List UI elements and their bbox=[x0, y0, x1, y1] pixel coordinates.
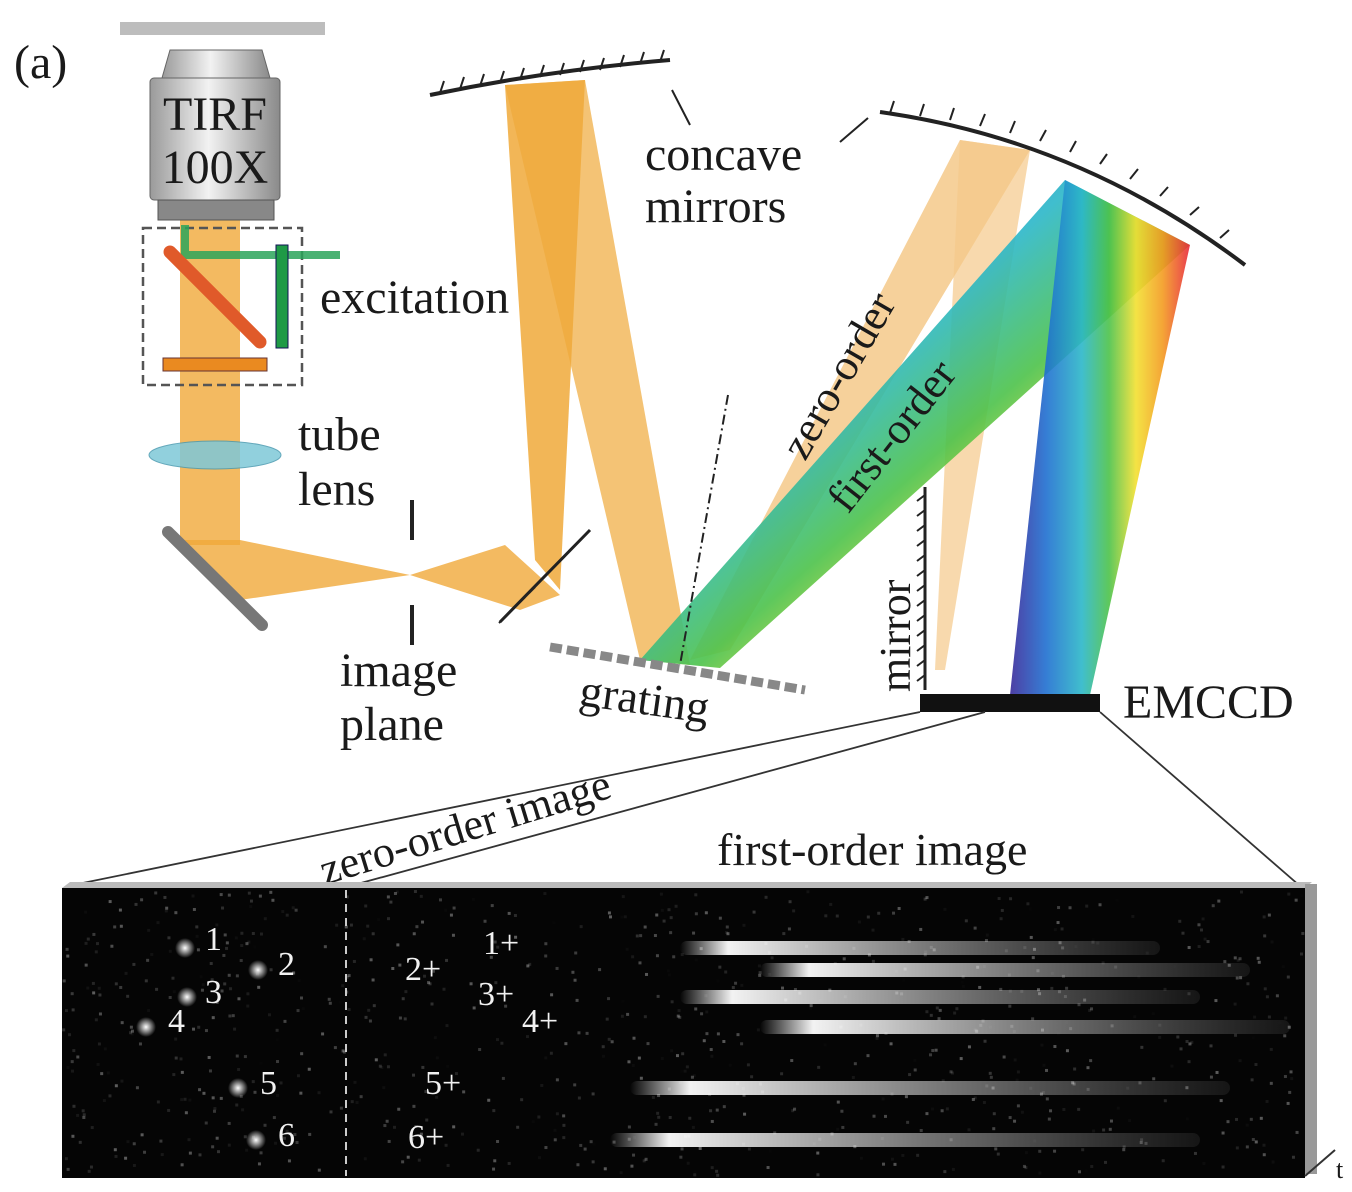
first-order-rainbow-beam bbox=[640, 180, 1190, 695]
first-order-spectrum-streak bbox=[680, 941, 1160, 955]
objective-lens: TIRF 100X bbox=[149, 49, 281, 221]
time-axis-label: t bbox=[1336, 1155, 1344, 1184]
tube-lens bbox=[148, 440, 282, 470]
first-order-spectrum-streak bbox=[610, 1133, 1200, 1147]
pickoff-mirror bbox=[916, 487, 927, 690]
zero-order-spot-label: 3 bbox=[205, 974, 222, 1011]
zero-order-spot bbox=[228, 1078, 248, 1098]
tube-lens-label-2: lens bbox=[298, 463, 375, 516]
first-order-image-label: first-order image bbox=[717, 824, 1027, 875]
filter-cube bbox=[141, 225, 340, 387]
first-order-spot-label: 3+ bbox=[478, 976, 514, 1013]
zero-order-spot-label: 6 bbox=[278, 1117, 295, 1154]
panel-label: (a) bbox=[14, 36, 67, 89]
first-order-spot-label: 1+ bbox=[483, 925, 519, 962]
zero-order-spot bbox=[246, 1130, 266, 1150]
emccd-sensor bbox=[920, 694, 1100, 712]
image-plane-label-1: image bbox=[340, 644, 457, 697]
zero-order-spot bbox=[248, 960, 268, 980]
sample-stage bbox=[120, 22, 325, 35]
first-order-spot-label: 2+ bbox=[405, 951, 441, 988]
zero-order-spot-label: 4 bbox=[168, 1003, 185, 1040]
first-order-spot-label: 5+ bbox=[425, 1065, 461, 1102]
mirror-label: mirror bbox=[871, 579, 920, 692]
zero-order-spot bbox=[136, 1017, 156, 1037]
excitation-filter bbox=[275, 244, 289, 349]
fold-mirror bbox=[162, 526, 268, 631]
pointer-arrow-2 bbox=[839, 117, 869, 143]
first-order-spectrum-streak bbox=[760, 1020, 1290, 1034]
objective-name: TIRF bbox=[163, 88, 267, 141]
emccd-image-stack bbox=[62, 882, 1336, 1178]
concave-mirror-2 bbox=[879, 100, 1247, 267]
pointer-arrow-1 bbox=[671, 89, 691, 126]
zero-order-spot-label: 1 bbox=[205, 921, 222, 958]
concave-mirrors-label-2: mirrors bbox=[645, 180, 786, 233]
first-order-spectrum-streak bbox=[680, 990, 1200, 1004]
tube-lens-label-1: tube bbox=[298, 408, 381, 461]
first-order-spectrum-streak bbox=[760, 963, 1250, 977]
flat-mirror-1 bbox=[498, 528, 592, 624]
time-axis-arrow bbox=[1304, 1149, 1336, 1177]
first-order-spot-label: 6+ bbox=[408, 1119, 444, 1156]
emccd-label: EMCCD bbox=[1123, 676, 1294, 729]
zero-order-spot-label: 2 bbox=[278, 946, 295, 983]
emission-filter bbox=[162, 357, 268, 372]
zero-order-spot bbox=[175, 938, 195, 958]
grating-normal-line bbox=[679, 394, 729, 666]
concave-mirror-1 bbox=[429, 49, 671, 97]
first-order-spot-label: 4+ bbox=[522, 1003, 558, 1040]
excitation-label: excitation bbox=[320, 271, 509, 324]
zero-order-spot-label: 5 bbox=[260, 1065, 277, 1102]
concave-mirrors-label-1: concave bbox=[645, 128, 802, 181]
image-plane-label-2: plane bbox=[340, 698, 444, 751]
objective-magnification: 100X bbox=[162, 141, 269, 194]
projection-lines bbox=[67, 711, 1301, 887]
first-order-spectrum-streak bbox=[630, 1081, 1230, 1095]
diffraction-grating bbox=[549, 642, 806, 695]
dichroic-mirror bbox=[163, 245, 267, 349]
zero-order-spot bbox=[177, 987, 197, 1007]
